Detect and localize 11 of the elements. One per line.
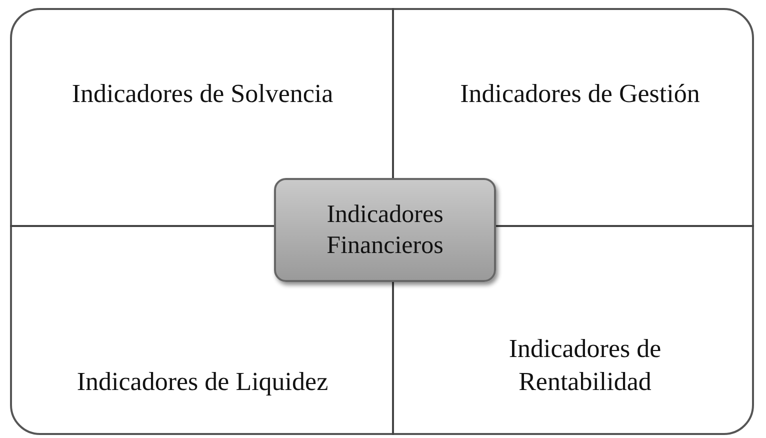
center-box	[274, 178, 496, 282]
quadrant-label: Indicadores de Gestión	[459, 78, 701, 110]
quadrant-label: Indicadores de Rentabilidad	[508, 333, 662, 398]
quadrant-label: Indicadores de Solvencia	[70, 78, 334, 110]
divider-line	[496, 225, 754, 227]
divider-line	[392, 8, 394, 178]
quadrant-label: Indicadores de Liquidez	[76, 366, 330, 398]
node-text: Indicadores Financieros	[326, 200, 444, 261]
frame-box	[10, 8, 754, 435]
divider-line	[392, 282, 394, 435]
divider-line	[10, 225, 274, 227]
